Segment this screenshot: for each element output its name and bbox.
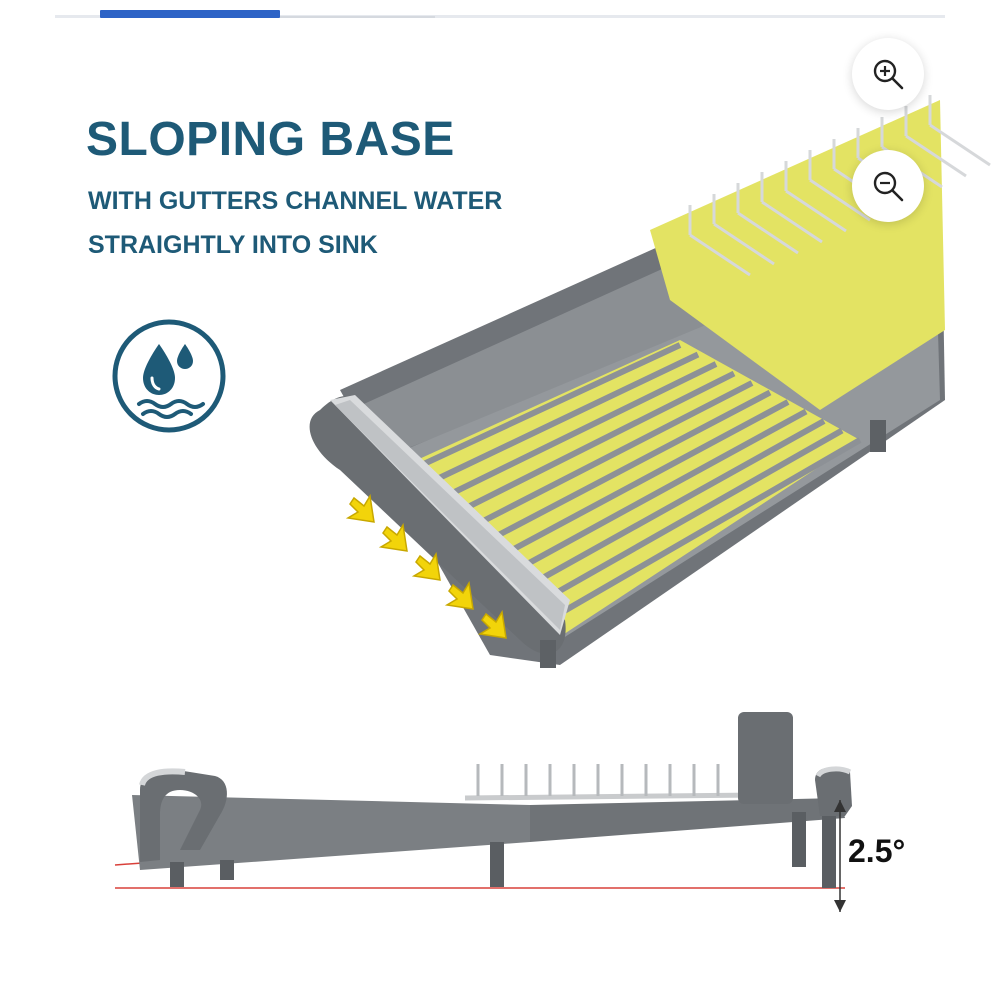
slope-angle-label: 2.5°: [848, 833, 906, 869]
headline: SLOPING BASE: [86, 113, 455, 166]
zoom-in-icon: [873, 59, 904, 90]
product-image-top: [309, 95, 991, 668]
image-progress-track: [55, 15, 945, 18]
subline-2: STRAIGHTLY INTO SINK: [88, 231, 378, 259]
subline-1: WITH GUTTERS CHANNEL WATER: [88, 187, 503, 215]
water-drain-icon: [112, 319, 226, 433]
image-progress-segment: [280, 16, 435, 18]
zoom-in-button[interactable]: [852, 38, 924, 110]
zoom-out-button[interactable]: [852, 150, 924, 222]
zoom-out-icon: [873, 171, 904, 202]
image-progress-indicator: [100, 10, 280, 18]
